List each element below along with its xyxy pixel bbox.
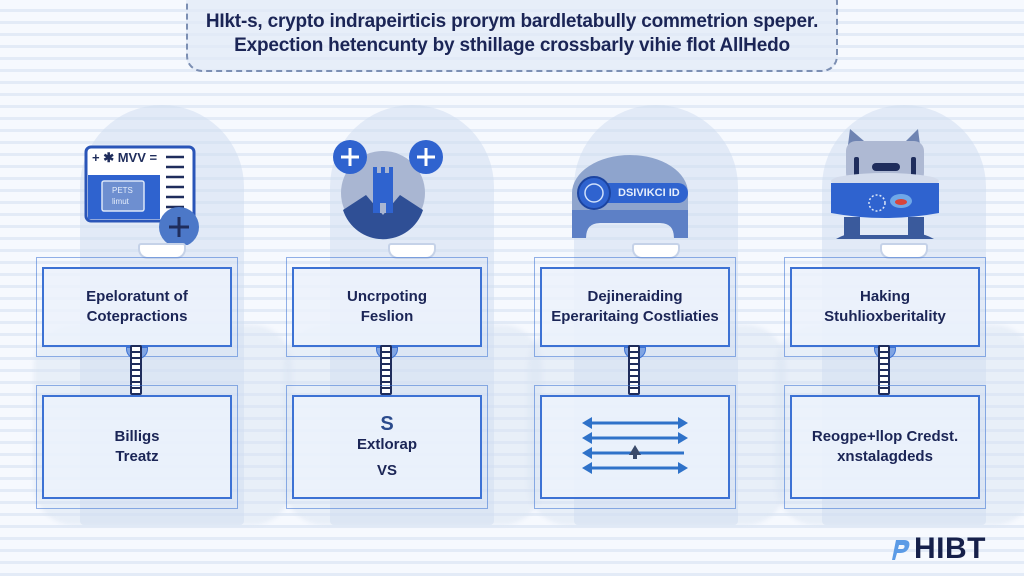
hibt-logo: HIBT bbox=[886, 532, 986, 566]
icon-pedestal bbox=[880, 243, 928, 259]
top-card: Dejineraiding Eperaritaing Costliaties bbox=[534, 257, 736, 357]
top-card: Epeloratunt of Cotepractions bbox=[36, 257, 238, 357]
bottom-card-line-2: xnstalagdeds bbox=[837, 448, 933, 465]
top-card: Haking Stuhlioxberitality bbox=[784, 257, 986, 357]
icon-pedestal bbox=[138, 243, 186, 259]
connector bbox=[380, 345, 392, 395]
browser-window-icon bbox=[38, 105, 288, 247]
swap-symbol-icon: S bbox=[380, 413, 394, 435]
bottom-card-line-1: Extlorap bbox=[356, 436, 417, 453]
column-4: Haking Stuhlioxberitality Reogpe+llop Cr… bbox=[776, 105, 1024, 525]
connector bbox=[628, 345, 640, 395]
top-card-line-1: Epeloratunt of bbox=[86, 288, 188, 305]
bottom-card-line-1: Reogpe+llop Credst. bbox=[811, 428, 959, 445]
robot-cat-icon bbox=[780, 105, 1024, 245]
browser-inner-text-1: PETS bbox=[112, 186, 133, 195]
logo-wordmark: HIBT bbox=[914, 532, 986, 565]
castle-badge-icon bbox=[288, 105, 538, 245]
bottom-card: Billigs Treatz bbox=[36, 385, 238, 509]
connector bbox=[878, 345, 890, 395]
double-arrows-icon bbox=[582, 417, 688, 474]
banner-line-2: Expection hetencunty by sthillage crossb… bbox=[234, 35, 790, 56]
top-card-line-1: Haking bbox=[859, 288, 910, 305]
browser-toolbar-text: + ✱ MVV = bbox=[92, 150, 158, 165]
banner-line-1: HIkt-s, crypto indrapeirticis prorym bar… bbox=[205, 11, 819, 32]
bottom-card-line-1: Billigs bbox=[114, 428, 160, 445]
column-1: + ✱ MVV = PETS limut Epeloratunt of Cote… bbox=[34, 105, 292, 525]
top-card: Uncrpoting Feslion bbox=[286, 257, 488, 357]
top-card-line-1: Dejineraiding bbox=[587, 288, 683, 305]
icon-pedestal bbox=[388, 243, 436, 259]
bottom-card-line-2: Treatz bbox=[115, 448, 159, 465]
top-card-line-2: Stuhlioxberitality bbox=[824, 308, 946, 325]
top-card-line-2: Cotepractions bbox=[86, 308, 188, 325]
top-card-line-1: Uncrpoting bbox=[347, 288, 427, 305]
icon-pedestal bbox=[632, 243, 680, 259]
logo-mark-icon bbox=[892, 540, 910, 560]
bottom-card bbox=[534, 385, 736, 509]
column-2: Uncrpoting Feslion S Extlorap VS bbox=[284, 105, 542, 525]
column-3: DSIVIKCI ID Dejineraiding Eperaritaing C… bbox=[528, 105, 786, 525]
bottom-card: Reogpe+llop Credst. xnstalagdeds bbox=[784, 385, 986, 509]
top-card-line-2: Eperaritaing Costliaties bbox=[551, 308, 719, 325]
browser-inner-text-2: limut bbox=[112, 197, 129, 206]
header-banner: HIkt-s, crypto indrapeirticis prorym bar… bbox=[186, 0, 838, 72]
bottom-card: S Extlorap VS bbox=[286, 385, 488, 509]
bottom-card-line-2: VS bbox=[376, 462, 397, 479]
dashboard-label: DSIVIKCI ID bbox=[618, 187, 680, 199]
connector bbox=[130, 345, 142, 395]
dashboard-badge-icon bbox=[532, 105, 782, 245]
top-card-line-2: Feslion bbox=[360, 308, 414, 325]
